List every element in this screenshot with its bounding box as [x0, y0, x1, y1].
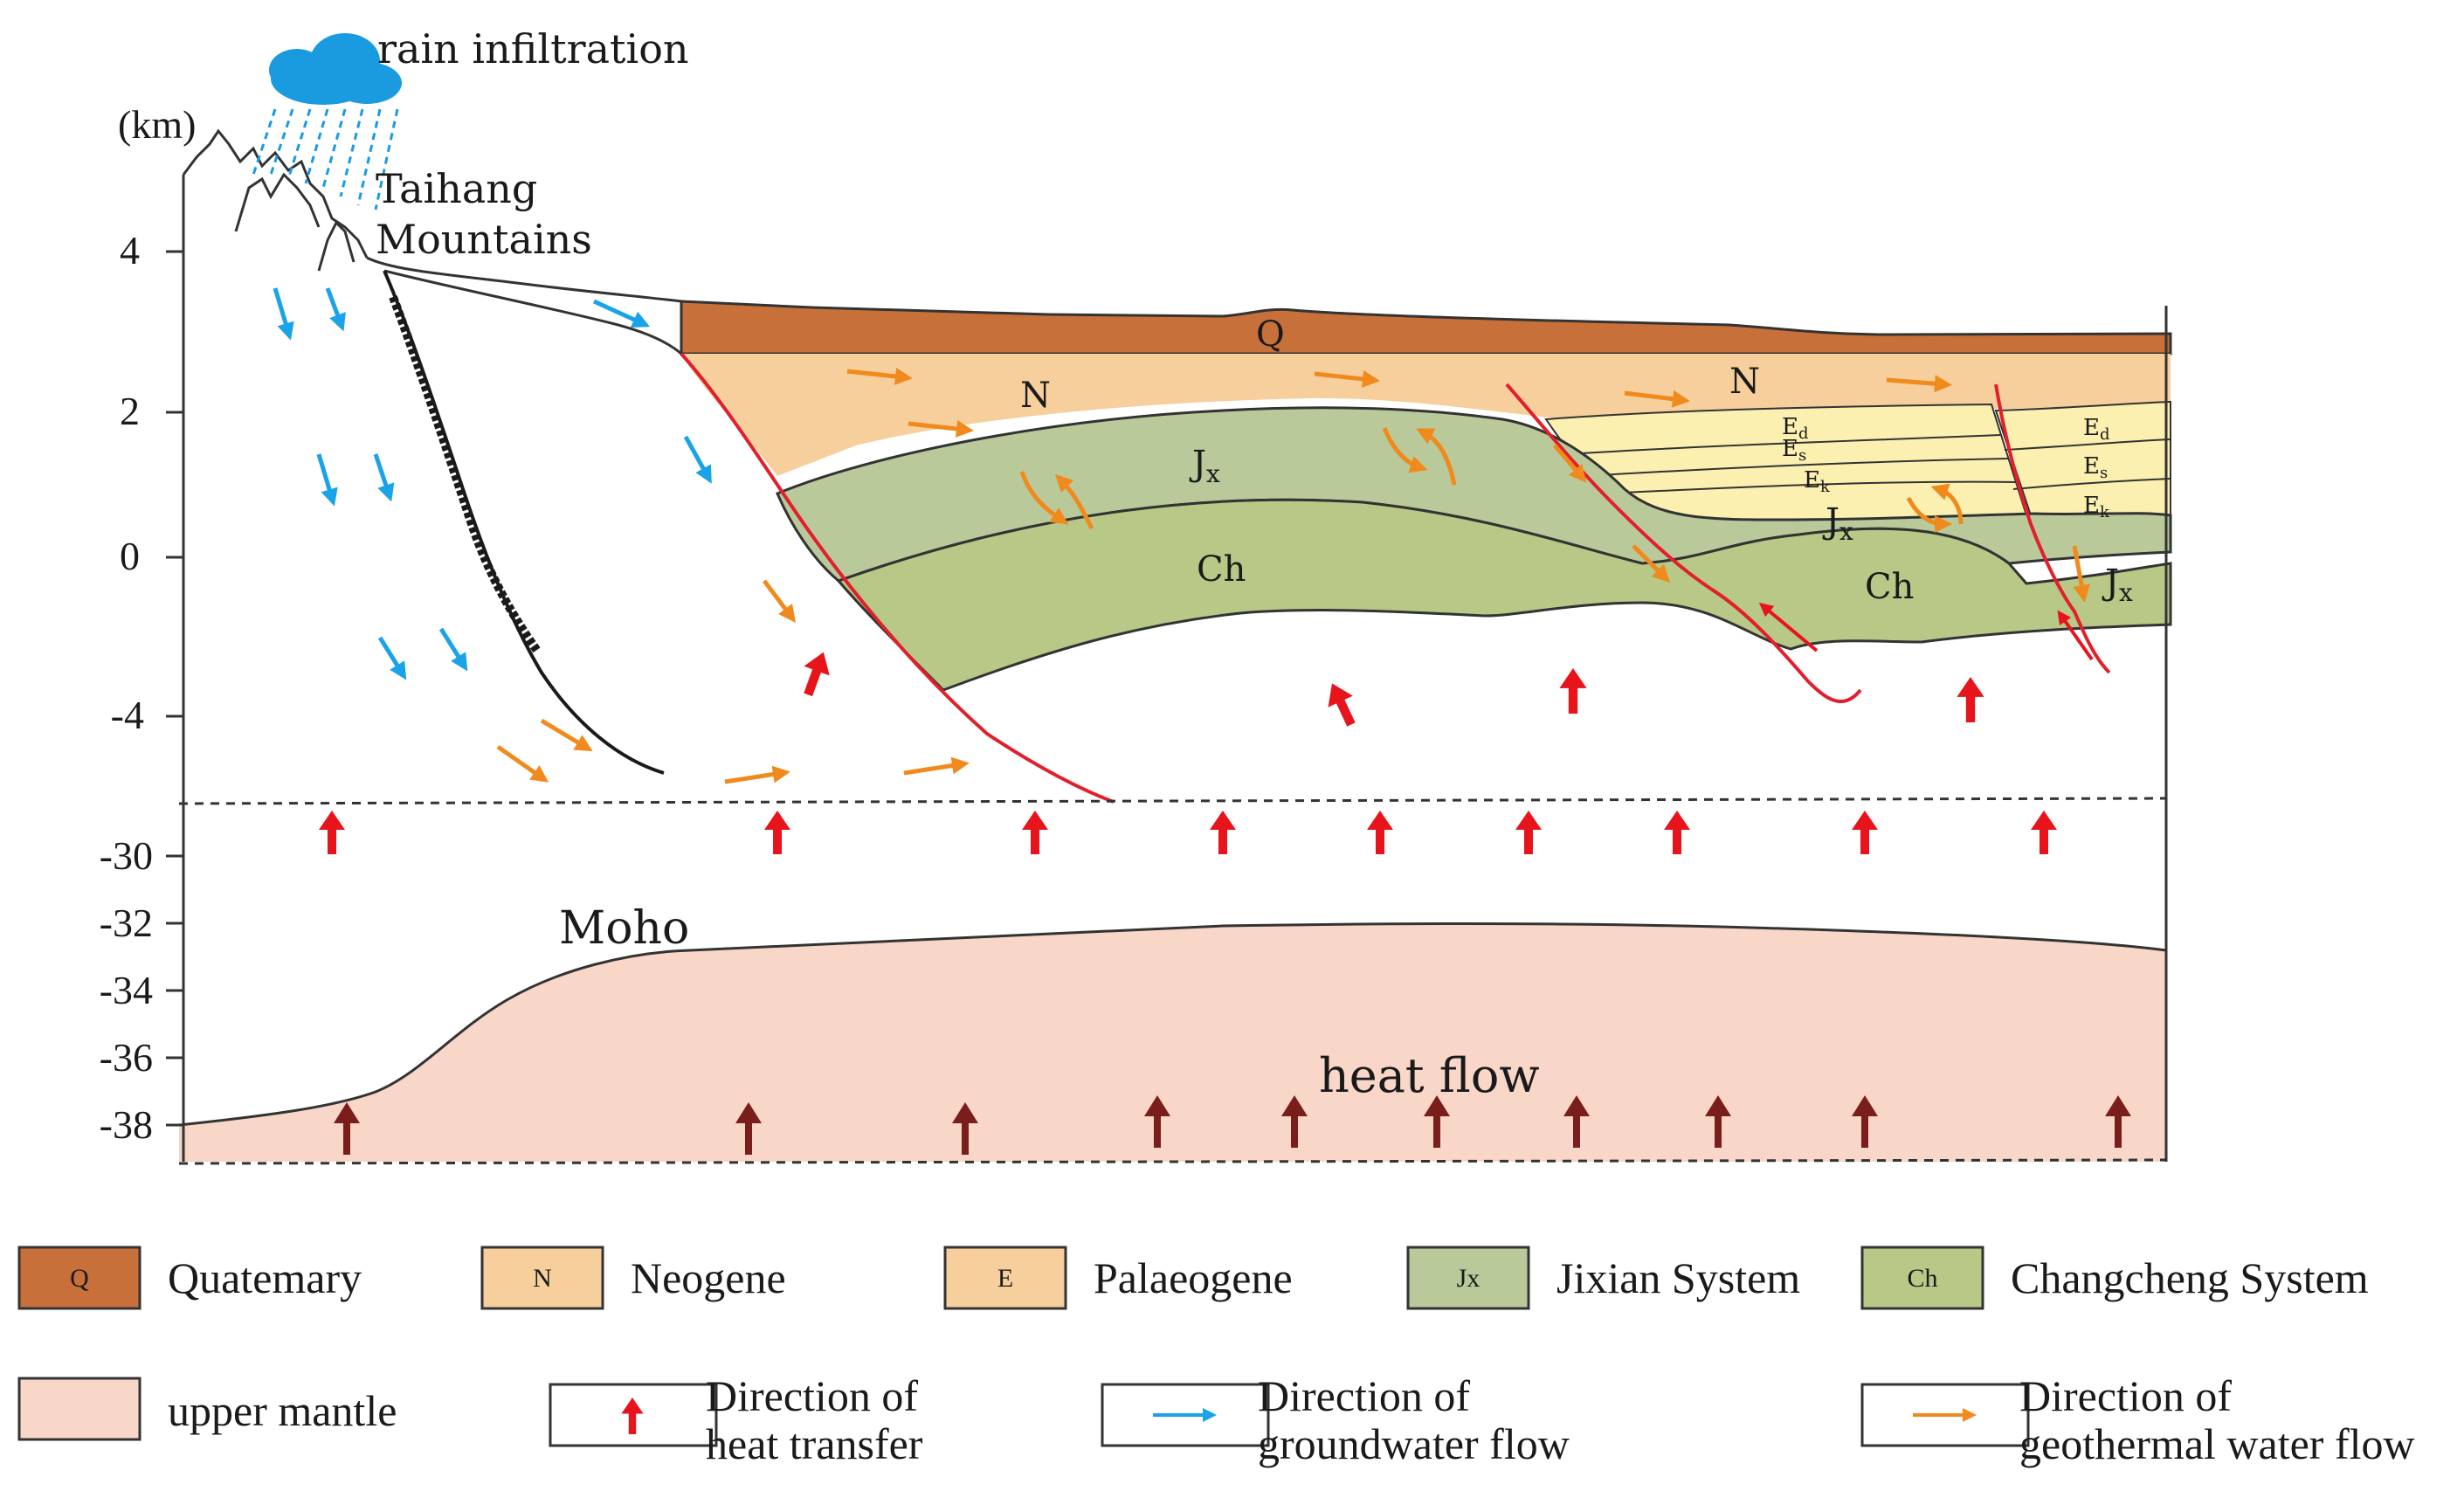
palaeogene-ek-bottom-1: [1606, 480, 2019, 494]
fault-1: [680, 352, 1115, 804]
svg-text:geothermal water flow: geothermal water flow: [2019, 1419, 2415, 1468]
y-tick-label: -34: [100, 968, 153, 1012]
heat-transfer-arrows: [319, 647, 2057, 854]
changcheng-label-1: Ch: [1197, 549, 1246, 590]
rain-infiltration-label: rain infiltration: [377, 25, 689, 72]
svg-text:upper mantle: upper mantle: [168, 1386, 397, 1435]
heat-flow-label: heat flow: [1319, 1048, 1540, 1103]
svg-text:Ch: Ch: [1907, 1264, 1937, 1293]
svg-text:Direction of: Direction of: [706, 1371, 918, 1420]
y-axis-ticks: [166, 250, 183, 1127]
taihang-fault-hatch: [389, 295, 542, 653]
fault-3: [1994, 383, 2111, 674]
y-tick-label: -4: [111, 693, 144, 737]
geothermal-arrows: [496, 367, 2091, 784]
upper-mantle-body: [179, 923, 2166, 1162]
jixian-label-3: Jx: [2102, 563, 2133, 607]
palaeogene-es-label-1: Es: [1782, 436, 1806, 465]
quaternary-layer: [680, 300, 2172, 355]
legend-item-heat-transfer: Direction of heat transfer: [549, 1371, 923, 1468]
legend-item-neogene: N Neogene: [480, 1246, 786, 1310]
legend-item-groundwater-flow: Direction of groundwater flow: [1101, 1371, 1570, 1468]
y-tick-label: -32: [100, 901, 153, 945]
svg-text:E: E: [997, 1264, 1013, 1293]
svg-text:Direction of: Direction of: [1258, 1371, 1470, 1420]
jixian-label-1: Jx: [1189, 444, 1220, 488]
groundwater-arrows: [273, 287, 712, 680]
mountain-ridge-2: [234, 172, 321, 232]
legend-item-quaternary: Q Quatemary: [17, 1246, 362, 1310]
mountain-ridge-3: [317, 220, 355, 272]
svg-text:Neogene: Neogene: [631, 1253, 786, 1302]
y-tick-label: -30: [100, 833, 153, 878]
fault-red-arrows: [1758, 602, 2094, 661]
fault-2: [1505, 383, 1862, 704]
y-tick-label: 2: [120, 389, 140, 433]
moho-label: Moho: [559, 902, 689, 955]
lower-dashed-line: [178, 1158, 2167, 1165]
palaeogene-ek-label-1: Ek: [1804, 467, 1831, 496]
palaeogene-ed-label-1: Ed: [1782, 414, 1809, 443]
palaeogene-es-ek-boundary-1: [1584, 458, 2010, 477]
mountain-slope-surface-2: [383, 269, 682, 355]
svg-text:Changcheng System: Changcheng System: [2011, 1253, 2369, 1302]
rain-cloud-icon: [269, 33, 402, 105]
palaeogene-ed-label-2: Ed: [2083, 415, 2110, 444]
mountain-slope-surface: [366, 256, 682, 303]
svg-text:Direction of: Direction of: [2019, 1371, 2232, 1420]
legend-item-jixian: Jx Jixian System: [1406, 1246, 1800, 1310]
y-axis-unit: (km): [118, 102, 196, 147]
taihang-label-line1: Taihang: [376, 165, 537, 212]
moho-boundary: [178, 922, 2167, 1127]
legend-item-upper-mantle: upper mantle: [17, 1377, 397, 1441]
legend-item-geothermal-flow: Direction of geothermal water flow: [1860, 1371, 2415, 1468]
palaeogene-es-label-2: Es: [2083, 453, 2108, 482]
taihang-boundary-fault: [383, 270, 665, 775]
legend-item-changcheng: Ch Changcheng System: [1860, 1246, 2369, 1310]
palaeogene-es-ek-boundary-2: [2012, 478, 2171, 490]
svg-text:Jixian System: Jixian System: [1556, 1253, 1800, 1302]
legend-item-palaeogene: E Palaeogene: [943, 1246, 1293, 1310]
upper-dashed-line: [178, 797, 2167, 805]
rain-drops: [252, 108, 399, 211]
y-tick-label: -36: [100, 1035, 153, 1080]
svg-text:N: N: [533, 1264, 552, 1293]
quaternary-label: Q: [1256, 314, 1285, 355]
y-tick-label: 0: [120, 534, 140, 578]
svg-text:Quatemary: Quatemary: [168, 1253, 362, 1302]
taihang-label-line2: Mountains: [376, 216, 592, 263]
taihang-mountains-outline: [182, 128, 369, 259]
svg-text:Jx: Jx: [1457, 1264, 1480, 1293]
palaeogene-ek-label-2: Ek: [2083, 493, 2110, 521]
legend: Q Quatemary N Neogene E Palaeogene Jx Ji…: [17, 1246, 2415, 1468]
palaeogene-ed-es-boundary-1: [1567, 434, 2001, 455]
svg-text:Q: Q: [70, 1264, 89, 1293]
y-tick-label: 4: [120, 228, 140, 273]
palaeogene-ed-es-boundary-2: [2004, 438, 2171, 451]
neogene-layer: [681, 354, 2171, 476]
changcheng-label-2: Ch: [1865, 567, 1914, 607]
svg-text:groundwater flow: groundwater flow: [1258, 1419, 1570, 1468]
svg-text:Palaeogene: Palaeogene: [1094, 1253, 1293, 1302]
neogene-label-1: N: [1020, 376, 1051, 416]
jixian-label-2: Jx: [1822, 501, 1853, 546]
svg-text:heat transfer: heat transfer: [706, 1419, 923, 1468]
y-tick-label: -38: [100, 1102, 153, 1147]
neogene-label-2: N: [1729, 362, 1760, 402]
changcheng-layer: [836, 498, 2172, 692]
